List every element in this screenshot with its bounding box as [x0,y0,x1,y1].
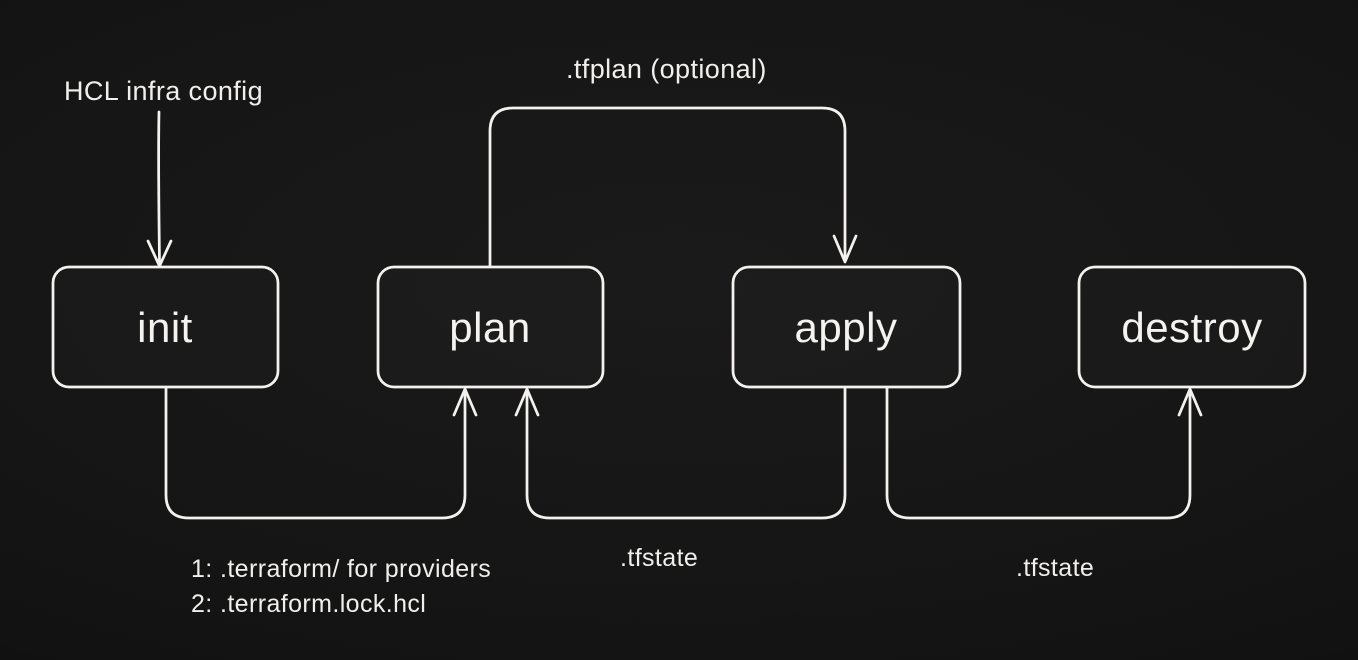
node-label: apply [795,304,898,351]
label-tfstate-plan: .tfstate [620,544,698,572]
node-init: init [51,265,280,389]
edge-hcl-to-init [146,110,173,268]
label-tfplan-optional: .tfplan (optional) [566,54,767,84]
edge-plan-to-apply [488,106,858,268]
node-box [1077,265,1307,389]
arrowhead-down-icon [832,234,858,264]
node-label: destroy [1121,304,1262,351]
label-init-output-1: 1: .terraform/ for providers [191,555,491,583]
node-box [731,265,962,389]
edge-line [157,110,161,265]
edge-line [885,386,1192,520]
node-box [376,265,605,389]
edge-apply-to-plan [514,386,847,520]
edge-line [488,106,847,268]
node-destroy: destroy [1077,265,1307,389]
edge-apply-to-destroy [885,386,1203,520]
arrowhead-up-icon [1177,387,1203,417]
node-plan: plan [376,265,605,389]
label-init-output-2: 2: .terraform.lock.hcl [191,590,426,618]
edge-line [525,386,847,520]
node-label: plan [449,304,530,351]
label-hcl-infra-config: HCL infra config [64,76,263,106]
node-box [51,265,280,389]
label-tfstate-destroy: .tfstate [1016,554,1094,582]
edge-line [164,386,467,520]
node-label: init [137,304,193,351]
node-apply: apply [731,265,962,389]
arrowhead-up-icon [514,387,540,417]
arrowhead-up-icon [452,387,478,417]
edge-init-to-plan [164,386,478,520]
